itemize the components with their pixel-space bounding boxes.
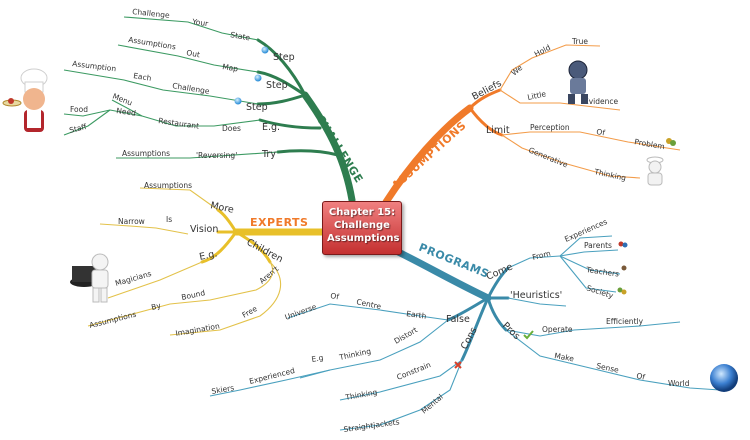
programs-pros-operate: Operate	[542, 325, 573, 334]
programs-pros: Pros	[500, 320, 522, 342]
pros-check-icon	[523, 330, 534, 340]
assumptions-limit-problem: Problem	[634, 137, 666, 151]
experts-children-arent: Aren't	[258, 264, 281, 285]
experts-children: Children	[245, 237, 285, 265]
challenge-eg-staff: Staff	[68, 122, 88, 135]
challenge-step-bullet-1	[261, 46, 269, 54]
challenge-step-1-your: Your	[191, 17, 210, 28]
challenge-subbranches	[63, 16, 279, 159]
challenge-eg-food: Food	[70, 105, 88, 114]
programs-false-skiers: Skiers	[211, 383, 235, 396]
programs-false-thinking: Thinking	[338, 346, 372, 362]
challenge-step-3-assumption: Assumption	[72, 59, 117, 73]
challenge-try-reversing: 'Reversing'	[196, 151, 237, 160]
assumptions-label: ASSUMPTIONS	[389, 119, 469, 192]
challenge-step-2-out: Out	[186, 48, 201, 59]
challenge-step-3: Step	[246, 102, 268, 113]
assumptions-limit-thinking: Thinking	[593, 167, 627, 183]
experts-children-imagination: Imagination	[175, 321, 221, 338]
assumptions-limit-generative: Generative	[527, 146, 569, 170]
assumptions-beliefs-evidence: Evidence	[584, 97, 619, 106]
challenge-step-1: Step	[273, 52, 295, 63]
central-topic: Chapter 15: Challenge Assumptions	[322, 201, 402, 255]
programs-false-eg: E.g	[311, 353, 325, 364]
challenge-step-2: Step	[266, 80, 288, 91]
challenge-label: CHALLENGE	[313, 113, 365, 186]
thinker-illustration	[646, 156, 664, 186]
experts-children-bound: Bound	[181, 288, 207, 302]
experts-branch	[200, 208, 326, 264]
experts-more-assumptions: Assumptions	[144, 181, 192, 190]
parents-icon	[618, 241, 628, 248]
experts-eg: E.g.	[198, 248, 218, 263]
assumptions-beliefs-we: We	[510, 63, 525, 78]
programs-pros-of: Of	[636, 371, 647, 382]
assumptions-branch	[382, 88, 504, 206]
programs-label: PROGRAMS	[417, 241, 491, 281]
challenge-step-3-each: Each	[133, 71, 153, 83]
programs-come-society: Society	[585, 283, 615, 300]
society-icon	[617, 287, 627, 295]
programs-false-distort: Distort	[393, 325, 419, 345]
challenge-step-2-assumptions: Assumptions	[128, 35, 177, 51]
programs-come-teachers: Teachers	[585, 265, 620, 279]
globe-icon	[710, 364, 738, 392]
experts-subbranches	[87, 187, 282, 336]
assumptions-limit: Limit	[486, 125, 510, 136]
assumptions-subbranches	[499, 44, 681, 179]
central-topic-title: Chapter 15: Challenge Assumptions	[327, 207, 400, 244]
challenge-eg-does: Does	[222, 124, 241, 133]
programs-come-from: From	[531, 249, 551, 262]
challenge-step-1-challenge: Challenge	[132, 7, 171, 20]
programs-cons: Cons	[459, 326, 480, 352]
assumptions-beliefs: Beliefs	[470, 78, 503, 103]
magician-illustration	[70, 253, 109, 303]
cons-cross-icon	[454, 361, 462, 369]
experts-vision-narrow: Narrow	[118, 217, 145, 226]
challenge-step-bullet-2	[254, 74, 262, 82]
programs-cons-straightjackets: Straightjackets	[343, 417, 400, 434]
programs-false-of: Of	[330, 291, 340, 301]
programs-false-earth: Earth	[406, 309, 427, 321]
assumptions-beliefs-little: Little	[527, 89, 548, 102]
programs-subbranches	[209, 235, 721, 431]
experts-children-assumptions: Assumptions	[88, 310, 137, 330]
programs-come-experiences: Experiences	[563, 217, 609, 244]
programs-come-parents: Parents	[584, 241, 612, 250]
programs-heuristics: 'Heuristics'	[510, 290, 562, 301]
challenge-step-1-state: State	[230, 30, 251, 42]
experts-label: EXPERTS	[250, 216, 308, 229]
programs-cons-constrain: Constrain	[395, 360, 432, 382]
programs-pros-efficiently: Efficiently	[606, 317, 644, 326]
programs-false-universe: Universe	[284, 302, 318, 322]
challenge-try-assumptions: Assumptions	[122, 149, 170, 158]
challenge-step-bullet-3	[234, 97, 242, 105]
programs-false: False	[446, 314, 470, 325]
experts-children-by: By	[150, 301, 162, 312]
programs-cons-thinking: Thinking	[344, 387, 378, 402]
experts-vision: Vision	[190, 224, 218, 235]
programs-pros-make: Make	[554, 351, 575, 363]
experts-more: More	[209, 200, 234, 216]
programs-pros-world: World	[668, 379, 690, 388]
challenge-eg: E.g.	[262, 122, 280, 133]
experts-vision-is: Is	[166, 215, 172, 224]
assumptions-beliefs-true: True	[571, 37, 588, 46]
assumptions-limit-of: Of	[596, 127, 606, 137]
astronaut-illustration	[568, 60, 588, 104]
challenge-eg-restaurant: Restaurant	[158, 116, 200, 131]
challenge-eg-need: Need	[116, 106, 137, 118]
teachers-icon	[621, 265, 627, 271]
challenge-try: Try	[261, 149, 276, 160]
problem-icon	[666, 138, 676, 146]
assumptions-beliefs-hold: Hold	[533, 43, 553, 59]
programs-cons-mental: Mental	[420, 392, 445, 415]
challenge-branch	[256, 38, 356, 204]
assumptions-limit-perception: Perception	[530, 123, 570, 132]
chef-illustration	[2, 68, 48, 132]
challenge-step-2-map: Map	[222, 62, 239, 73]
